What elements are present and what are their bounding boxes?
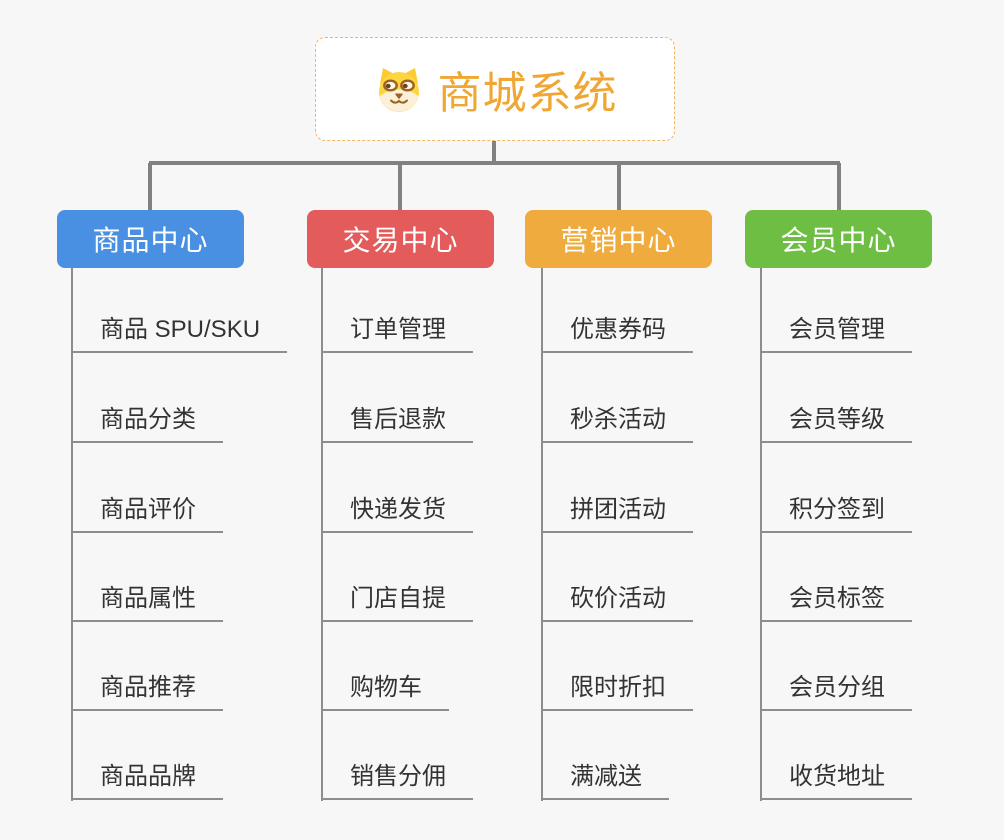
leaf-node[interactable]: 优惠券码 (542, 307, 693, 353)
leaf-node[interactable]: 砍价活动 (542, 576, 693, 622)
leaf-node[interactable]: 限时折扣 (542, 665, 693, 711)
connector-drop-branch-3 (617, 163, 621, 210)
leaf-node[interactable]: 收货地址 (761, 754, 912, 800)
leaf-node[interactable]: 商品属性 (72, 576, 223, 622)
leaf-node[interactable]: 售后退款 (322, 397, 473, 443)
leaf-node[interactable]: 门店自提 (322, 576, 473, 622)
leaf-node[interactable]: 会员分组 (761, 665, 912, 711)
connector-drop-branch-1 (148, 163, 152, 210)
leaf-node[interactable]: 商品评价 (72, 487, 223, 533)
connector-drop-branch-4 (837, 163, 841, 210)
branch-node-member-center[interactable]: 会员中心 (745, 210, 932, 268)
connector-branch-line-4 (760, 268, 762, 801)
branch-node-marketing-center[interactable]: 营销中心 (525, 210, 712, 268)
branch-node-product-center[interactable]: 商品中心 (57, 210, 244, 268)
leaf-node[interactable]: 订单管理 (322, 307, 473, 353)
connector-root-stem (492, 141, 496, 163)
leaf-node[interactable]: 会员标签 (761, 576, 912, 622)
dog-face-icon (378, 68, 419, 112)
root-title: 商城系统 (437, 69, 618, 118)
connector-horizontal-bar (149, 161, 840, 165)
connector-branch-line-2 (321, 268, 323, 801)
leaf-node[interactable]: 拼团活动 (542, 487, 693, 533)
branch-node-trade-center[interactable]: 交易中心 (307, 210, 494, 268)
leaf-node[interactable]: 商品 SPU/SKU (72, 307, 288, 353)
leaf-node[interactable]: 秒杀活动 (542, 397, 693, 443)
leaf-node[interactable]: 快递发货 (322, 487, 473, 533)
connector-drop-branch-2 (398, 163, 402, 210)
leaf-node[interactable]: 会员管理 (761, 307, 912, 353)
connector-branch-line-1 (71, 268, 73, 801)
connector-branch-line-3 (541, 268, 543, 801)
leaf-node[interactable]: 商品分类 (72, 397, 223, 443)
leaf-node[interactable]: 会员等级 (761, 397, 912, 443)
leaf-node[interactable]: 商品推荐 (72, 665, 223, 711)
leaf-node[interactable]: 购物车 (322, 665, 449, 711)
leaf-node[interactable]: 满减送 (542, 754, 669, 800)
leaf-node[interactable]: 商品品牌 (72, 754, 223, 800)
leaf-node[interactable]: 销售分佣 (322, 754, 473, 800)
leaf-node[interactable]: 积分签到 (761, 487, 912, 533)
root-node[interactable]: 商城系统 (315, 37, 675, 141)
